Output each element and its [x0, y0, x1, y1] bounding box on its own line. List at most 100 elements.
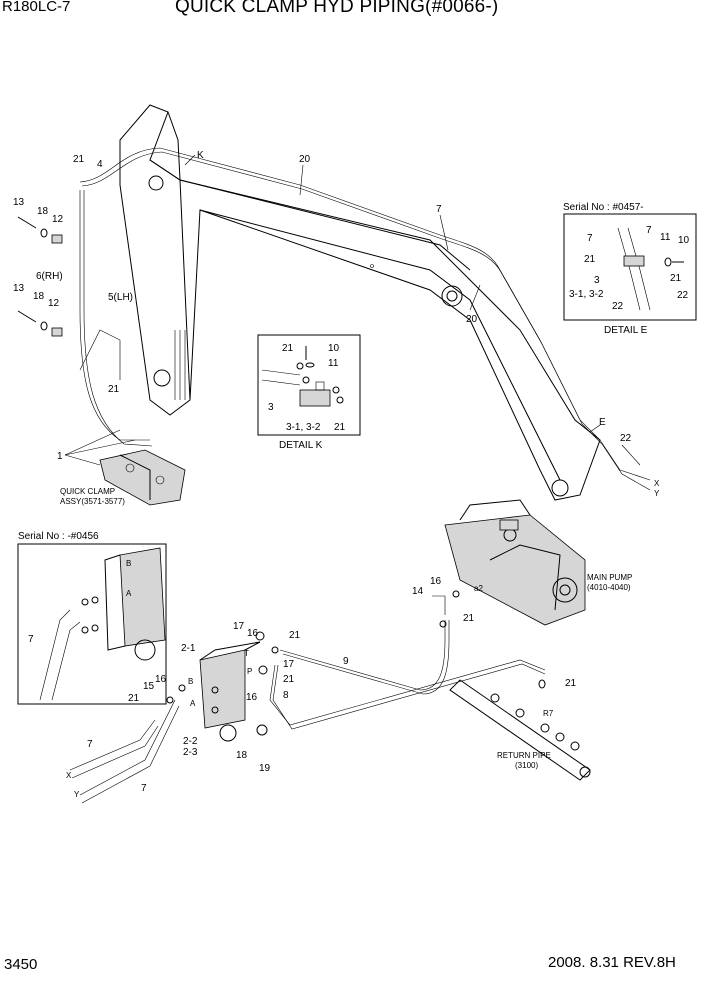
s-label-b: B: [126, 559, 131, 568]
k-label-21: 21: [282, 343, 294, 354]
label-13a: 13: [13, 197, 25, 208]
c-label-21c: 21: [128, 693, 140, 704]
c-label-7b: 7: [141, 783, 147, 794]
label-21b: 21: [108, 384, 120, 395]
e-label-7a: 7: [587, 233, 593, 244]
label-21a: 21: [73, 154, 85, 165]
quick-clamp-body: [99, 449, 186, 506]
main-pump: [444, 499, 586, 626]
detail-k-box: [257, 334, 361, 436]
c-label-2-2: 2-2: [183, 736, 198, 747]
detail-k-caption: DETAIL K: [279, 440, 323, 451]
label-12b: 12: [48, 298, 60, 309]
c-label-b: B: [188, 677, 193, 686]
valve-pipes: [69, 620, 546, 804]
label-1: 1: [57, 451, 63, 462]
detail-e-drawing: [617, 227, 684, 311]
leader-lines: [64, 154, 641, 466]
k-label-10: 10: [328, 343, 340, 354]
c-label-2-3: 2-3: [183, 747, 198, 758]
c-label-17: 17: [233, 621, 245, 632]
m-label-14: 14: [412, 586, 424, 597]
m-label-r7: R7: [543, 709, 554, 718]
label-22: 22: [620, 433, 632, 444]
c-label-8: 8: [283, 690, 289, 701]
pump-fittings: [432, 590, 546, 689]
label-20b: 20: [466, 314, 478, 325]
detail-e-serial: Serial No : #0457-: [563, 202, 644, 213]
control-valve: [166, 631, 279, 742]
k-label-31: 3-1, 3-2: [286, 422, 321, 433]
boom-structure: [119, 104, 601, 501]
c-label-17b: 17: [283, 659, 295, 670]
c-label-18: 18: [236, 750, 248, 761]
early-valve-drawing: [39, 547, 166, 701]
label-13b: 13: [13, 283, 25, 294]
label-e: E: [599, 417, 606, 428]
c-label-21a: 21: [289, 630, 301, 641]
m-label-16: 16: [430, 576, 442, 587]
label-18a: 18: [37, 206, 49, 217]
model-label: R180LC-7: [2, 0, 71, 15]
label-5lh: 5(LH): [108, 292, 133, 303]
c-label-19: 19: [259, 763, 271, 774]
e-label-22a: 22: [612, 301, 624, 312]
c-label-16b: 16: [246, 692, 258, 703]
m-label-21b: 21: [565, 678, 577, 689]
e-label-22b: 22: [677, 290, 689, 301]
quick-clamp-label-1: QUICK CLAMP: [60, 487, 115, 496]
page-title: QUICK CLAMP HYD PIPING(#0066-): [175, 0, 499, 17]
s-label-a: A: [126, 589, 132, 598]
m-label-a2: a2: [474, 584, 483, 593]
label-7a: 7: [436, 204, 442, 215]
c-label-16c: 16: [155, 674, 167, 685]
c-label-16a: 16: [247, 628, 259, 639]
k-label-11: 11: [328, 358, 339, 369]
bolt-set-upper: [17, 216, 63, 244]
label-k: K: [197, 150, 204, 161]
c-label-y: Y: [74, 790, 80, 799]
label-18b: 18: [33, 291, 45, 302]
label-20a: 20: [299, 154, 311, 165]
label-4: 4: [97, 159, 103, 170]
s-label-7: 7: [28, 634, 34, 645]
page-number: 3450: [4, 956, 38, 973]
main-pump-label-2: (4010-4040): [587, 583, 631, 592]
e-label-7b: 7: [646, 225, 652, 236]
label-x: X: [654, 479, 660, 488]
return-pipe-label-1: RETURN PIPE: [497, 751, 551, 760]
c-label-p: P: [247, 667, 252, 676]
e-label-11: 11: [660, 232, 671, 243]
main-pump-label-1: MAIN PUMP: [587, 573, 632, 582]
detail-e-box: [563, 213, 697, 321]
k-label-21b: 21: [334, 422, 346, 433]
c-label-2-1: 2-1: [181, 643, 196, 654]
detail-k-drawing: [261, 346, 344, 407]
detail-e-caption: DETAIL E: [604, 325, 648, 336]
bolt-set-lower: [17, 310, 63, 337]
callout-labels: K E 20 7 20 22 X Y 21 4 13 18 12 6(RH) 5…: [13, 150, 690, 799]
label-12a: 12: [52, 214, 64, 225]
e-label-21a: 21: [584, 254, 596, 265]
quick-clamp-label-2: ASSY(3571-3577): [60, 497, 125, 506]
e-label-31: 3-1, 3-2: [569, 289, 604, 300]
c-label-t: T: [244, 649, 249, 658]
c-label-15: 15: [143, 681, 155, 692]
return-pipe-label-2: (3100): [515, 761, 538, 770]
c-label-a: A: [190, 699, 196, 708]
e-label-21b: 21: [670, 273, 682, 284]
c-label-x: X: [66, 771, 72, 780]
label-y: Y: [654, 489, 660, 498]
m-label-21a: 21: [463, 613, 475, 624]
e-label-10: 10: [678, 235, 690, 246]
k-label-3: 3: [268, 402, 274, 413]
boom-hoses: [79, 147, 651, 491]
return-pipe: [449, 679, 591, 781]
label-6rh: 6(RH): [36, 271, 63, 282]
e-label-3: 3: [594, 275, 600, 286]
c-label-21b: 21: [283, 674, 295, 685]
revision-date: 2008. 8.31 REV.8H: [548, 954, 676, 971]
c-label-9: 9: [343, 656, 349, 667]
early-serial-label: Serial No : -#0456: [18, 531, 99, 542]
